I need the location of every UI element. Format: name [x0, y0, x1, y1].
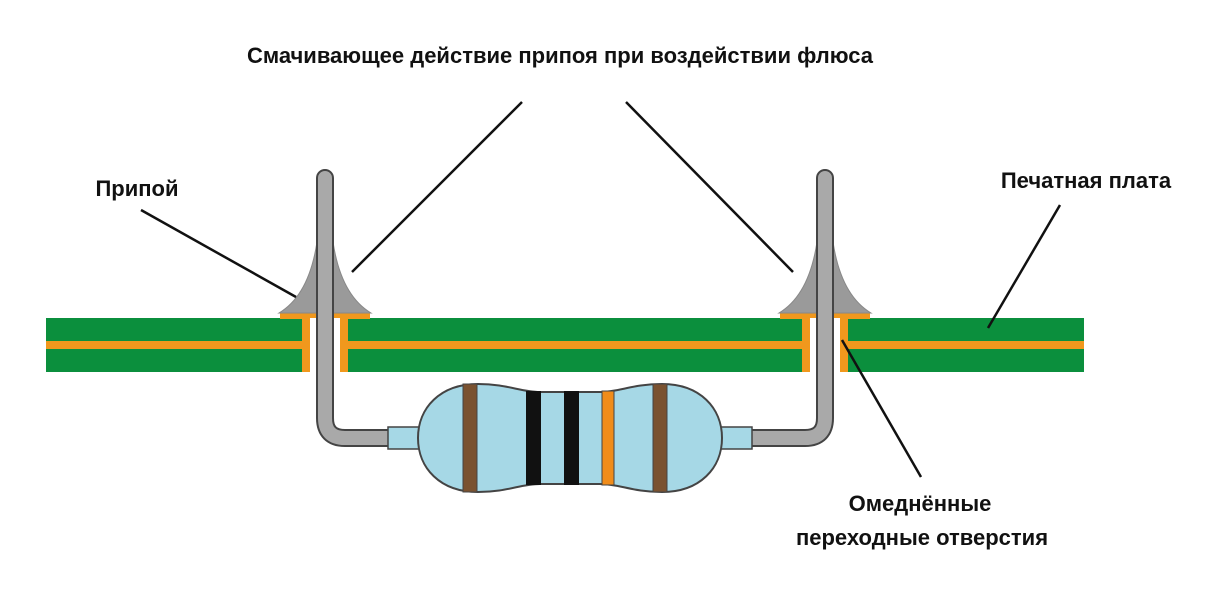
pcb-inner-copper-layer [46, 341, 1084, 349]
component-lead-left-fill [318, 171, 399, 445]
component-lead-right-fill [741, 171, 832, 445]
resistor-band-2-black [526, 391, 541, 485]
resistor [387, 382, 753, 494]
resistor-band-3-black [564, 391, 579, 485]
resistor-band-1-brown [462, 383, 478, 493]
leader-line-wetting-left [351, 101, 523, 273]
resistor-band-5-brown [652, 383, 668, 493]
resistor-band-4-orange [601, 390, 615, 486]
resistor-end-cap-left [387, 426, 423, 450]
label-wetting-action: Смачивающее действие припоя при воздейст… [247, 43, 874, 68]
via-left-wall-outer [302, 318, 310, 372]
label-vias-line2: переходные отверстия [796, 525, 1048, 550]
label-vias-line1: Омеднённые [849, 491, 992, 516]
via-right-wall-outer [802, 318, 810, 372]
printed-circuit-board [46, 313, 1084, 372]
label-pcb: Печатная плата [1001, 168, 1172, 193]
via-left-wall-inner [340, 318, 348, 372]
leader-line-wetting-right [625, 101, 794, 273]
leader-line-solder [140, 208, 297, 299]
leader-line-vias [840, 339, 923, 478]
leader-line-pcb [986, 204, 1062, 329]
label-solder: Припой [95, 176, 178, 201]
leader-lines [140, 101, 1062, 478]
